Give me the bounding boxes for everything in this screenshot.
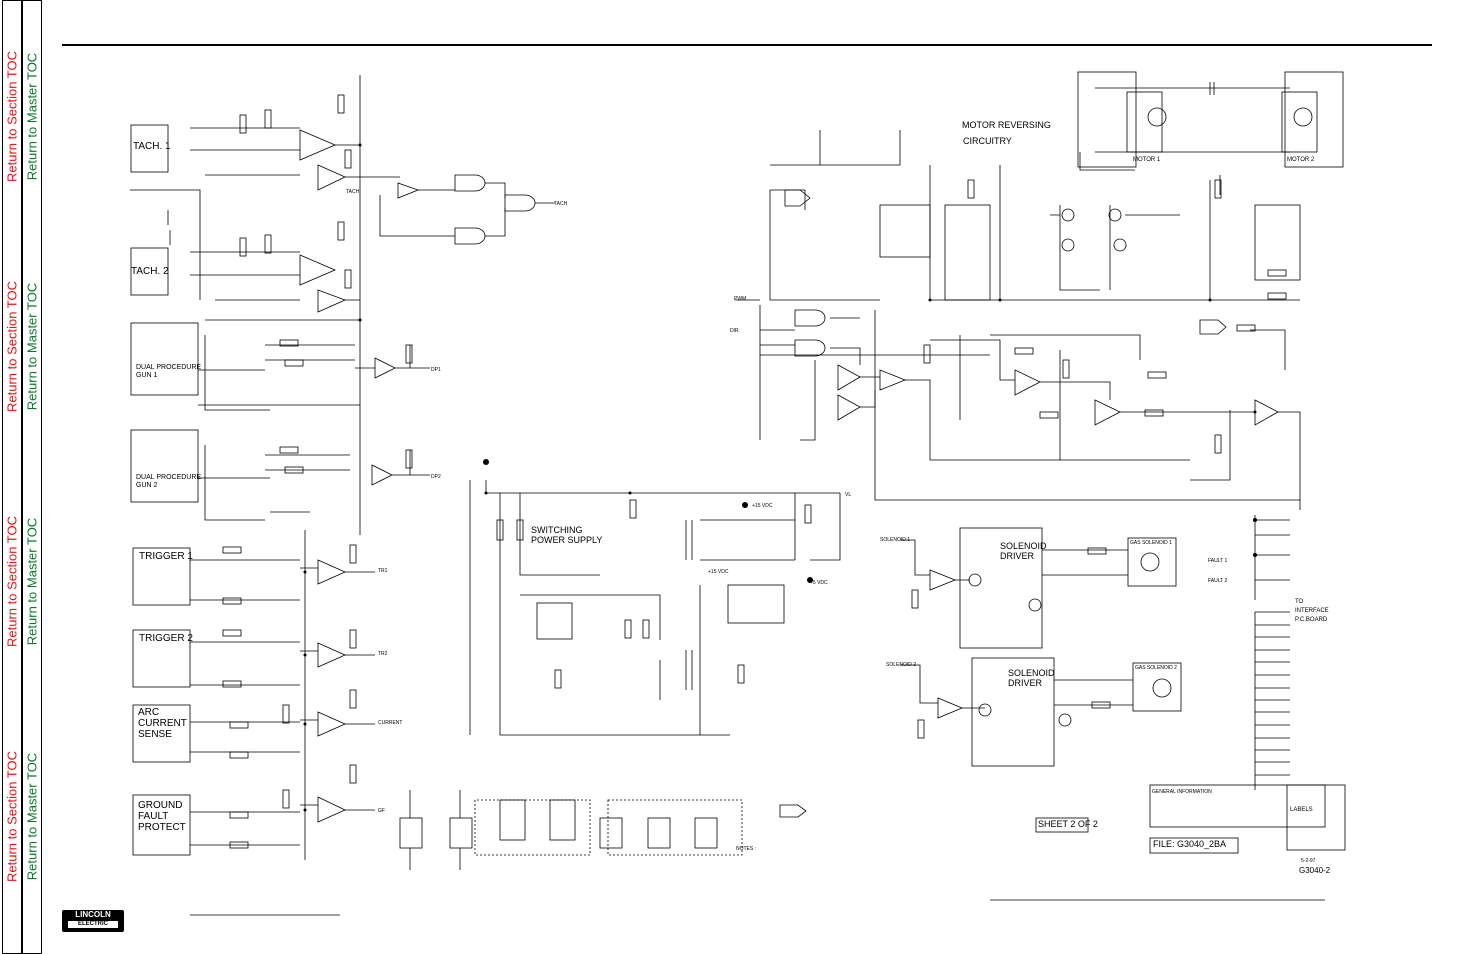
ground-fault-box bbox=[132, 794, 191, 856]
motor1-label: MOTOR 1 bbox=[1133, 157, 1161, 163]
trigger1-label: TRIGGER 1 bbox=[139, 551, 193, 562]
lincoln-electric-logo: LINCOLN ELECTRIC bbox=[62, 910, 124, 932]
motor-reversing-frame-right bbox=[1284, 71, 1344, 168]
drawing-number: G3040-2 bbox=[1299, 866, 1331, 875]
trigger1-box bbox=[132, 547, 191, 606]
gas-solenoid1-box bbox=[1127, 537, 1177, 587]
notes-label: NOTES : bbox=[736, 846, 757, 852]
gas-solenoid2-label: GAS SOLENOID 2 bbox=[1135, 665, 1177, 671]
solenoid-driver1-frame bbox=[959, 527, 1043, 649]
dp2-signal-label: DP2 bbox=[431, 474, 441, 480]
vl-signal-label: VL bbox=[845, 492, 852, 498]
file-box bbox=[1149, 837, 1239, 854]
fault2-signal-label: FAULT 2 bbox=[1208, 578, 1228, 584]
motor2-label: MOTOR 2 bbox=[1287, 157, 1315, 163]
plus15vdc-label: +15 VDC bbox=[752, 503, 773, 509]
solenoid1-signal-label: SOLENOID 1 bbox=[880, 537, 911, 543]
motor-reversing-frame-left bbox=[1077, 71, 1137, 168]
dual-gun1-box bbox=[130, 322, 199, 396]
trigger2-box bbox=[132, 629, 191, 688]
date-label: 5-2-97 bbox=[1301, 858, 1316, 864]
gf-signal-label: GF bbox=[378, 808, 385, 814]
dual-gun2-box bbox=[130, 429, 199, 503]
general-info-label: GENERAL INFORMATION bbox=[1152, 789, 1212, 795]
arc-current-box bbox=[132, 704, 191, 763]
sheet-label: SHEET 2 OF 2 bbox=[1038, 819, 1098, 829]
solenoid2-signal-label: SOLENOID 2 bbox=[886, 662, 917, 668]
plus5vdc-label: +5 VDC bbox=[810, 580, 828, 586]
general-info-box bbox=[1149, 784, 1326, 828]
switching-power-supply-label: SWITCHING POWER SUPPLY bbox=[531, 525, 603, 545]
sheet-box bbox=[1035, 817, 1089, 833]
gas-solenoid2-box bbox=[1132, 662, 1182, 712]
dp1-signal-label: DP1 bbox=[431, 367, 441, 373]
plus15vdc-b-label: +15 VDC bbox=[708, 569, 729, 575]
circuitry-label: CIRCUITRY bbox=[963, 136, 1012, 146]
current-signal-label: CURRENT bbox=[378, 720, 403, 726]
tr1-signal-label: TR1 bbox=[378, 568, 388, 574]
solenoid-driver2-frame bbox=[971, 657, 1055, 767]
dual-gun2-label: DUAL PROCEDURE GUN 2 bbox=[136, 474, 202, 489]
tach1-box bbox=[130, 124, 169, 173]
gas-solenoid1-label: GAS SOLENOID 1 bbox=[1130, 540, 1172, 546]
tach2-box bbox=[130, 247, 169, 296]
trigger2-label: TRIGGER 2 bbox=[139, 633, 193, 644]
tr2-signal-label: TR2 bbox=[378, 651, 388, 657]
solenoid-driver2-label: SOLENOID DRIVER bbox=[1008, 668, 1055, 688]
labels-box bbox=[1286, 784, 1346, 851]
ground-fault-label: GROUND FAULT PROTECT bbox=[138, 800, 186, 833]
tach-bar-signal-label: TACH bbox=[346, 189, 360, 195]
tach2-label: TACH. 2 bbox=[131, 266, 169, 277]
solenoid-driver1-label: SOLENOID DRIVER bbox=[1000, 541, 1047, 561]
tach1-label: TACH. 1 bbox=[133, 141, 171, 152]
labels-label: LABELS bbox=[1290, 807, 1313, 813]
logo-sub: ELECTRIC bbox=[68, 921, 118, 928]
to-interface-label: TO INTERFACE P.C.BOARD bbox=[1295, 599, 1329, 623]
dual-gun1-label: DUAL PROCEDURE GUN 1 bbox=[136, 364, 202, 379]
pwm-signal-label: PWM bbox=[734, 296, 747, 302]
file-label: FILE: G3040_2BA bbox=[1153, 839, 1227, 849]
arc-current-label: ARC CURRENT SENSE bbox=[138, 707, 187, 740]
logo-brand: LINCOLN bbox=[75, 910, 111, 919]
motor-reversing-label: MOTOR REVERSING bbox=[962, 120, 1051, 130]
tach-signal-label: TACH bbox=[554, 201, 568, 207]
fault1-signal-label: FAULT 1 bbox=[1208, 558, 1228, 564]
dir-signal-label: DIR bbox=[730, 328, 739, 334]
